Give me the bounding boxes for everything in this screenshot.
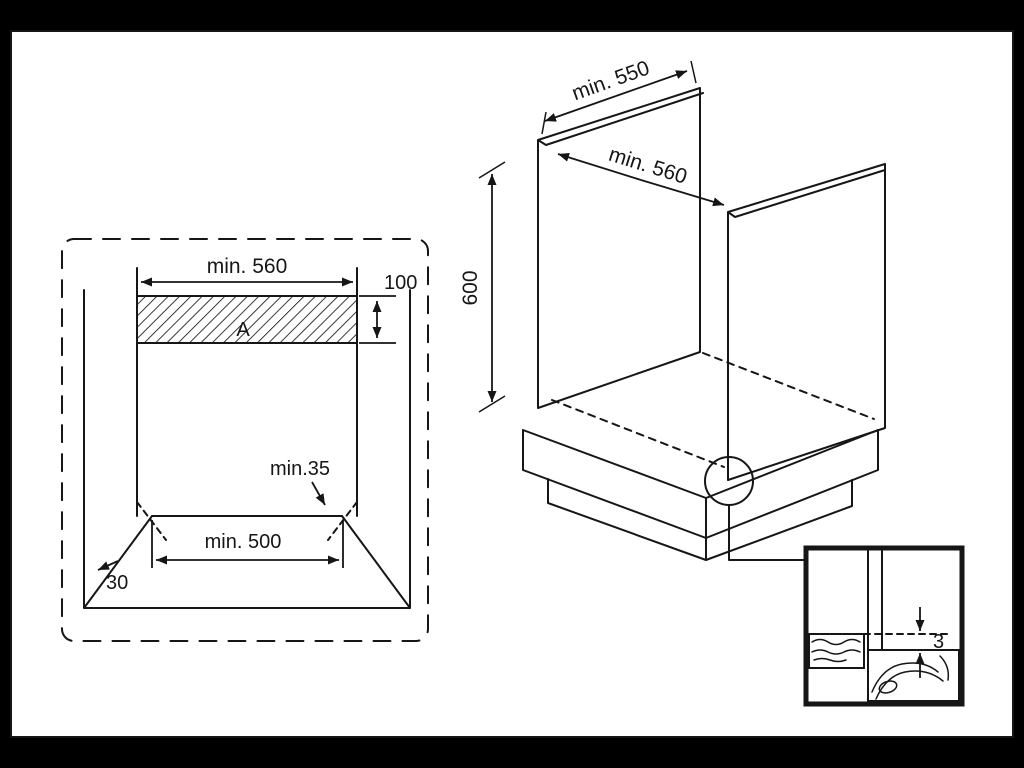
back-panel (537, 87, 704, 409)
dimension-label-strip-height: 100 (384, 272, 417, 294)
hidden-base-edges (551, 352, 875, 468)
dimension-label-bottom-width: min. 500 (205, 531, 282, 553)
wood-grain (811, 638, 861, 663)
extension-lines (359, 295, 396, 344)
dimension-label-height: 600 (459, 270, 482, 305)
dashed-boundary (61, 238, 429, 642)
pointer-arrow (311, 481, 326, 506)
cabinet-plinth (547, 478, 853, 561)
detail-inset: 3 (803, 545, 965, 707)
dimension-label-corner: 30 (106, 572, 128, 594)
detail-callout-leader (728, 504, 807, 561)
extension-lines (151, 520, 344, 568)
cabinet-base (522, 429, 879, 539)
dimension-label-rear-gap: min.35 (270, 458, 330, 480)
dimension-arrow (640, 179, 725, 207)
dimension-arrow (544, 95, 617, 122)
hatched-strip-A (136, 295, 358, 344)
pointer-arrow (97, 560, 119, 571)
front-view: min. 560 100 A min.35 min. 500 30 (61, 238, 429, 642)
niche-outline (83, 267, 411, 609)
dimension-label-top-width: min. 560 (207, 255, 288, 278)
side-panel (727, 163, 886, 481)
wood-grain (871, 655, 950, 700)
isometric-view: min. 550 min. 560 600 (459, 57, 886, 561)
strip-area-label: A (236, 319, 250, 341)
dimension-arrow (615, 70, 688, 97)
dimension-label-gap: 3 (933, 631, 944, 653)
wood-knot (878, 680, 898, 694)
extension-ticks (478, 161, 506, 413)
diagram-sheet: min. 560 100 A min.35 min. 500 30 (10, 30, 1014, 738)
dimension-arrow (557, 152, 642, 181)
installation-diagram: min. 560 100 A min.35 min. 500 30 (61, 57, 965, 707)
